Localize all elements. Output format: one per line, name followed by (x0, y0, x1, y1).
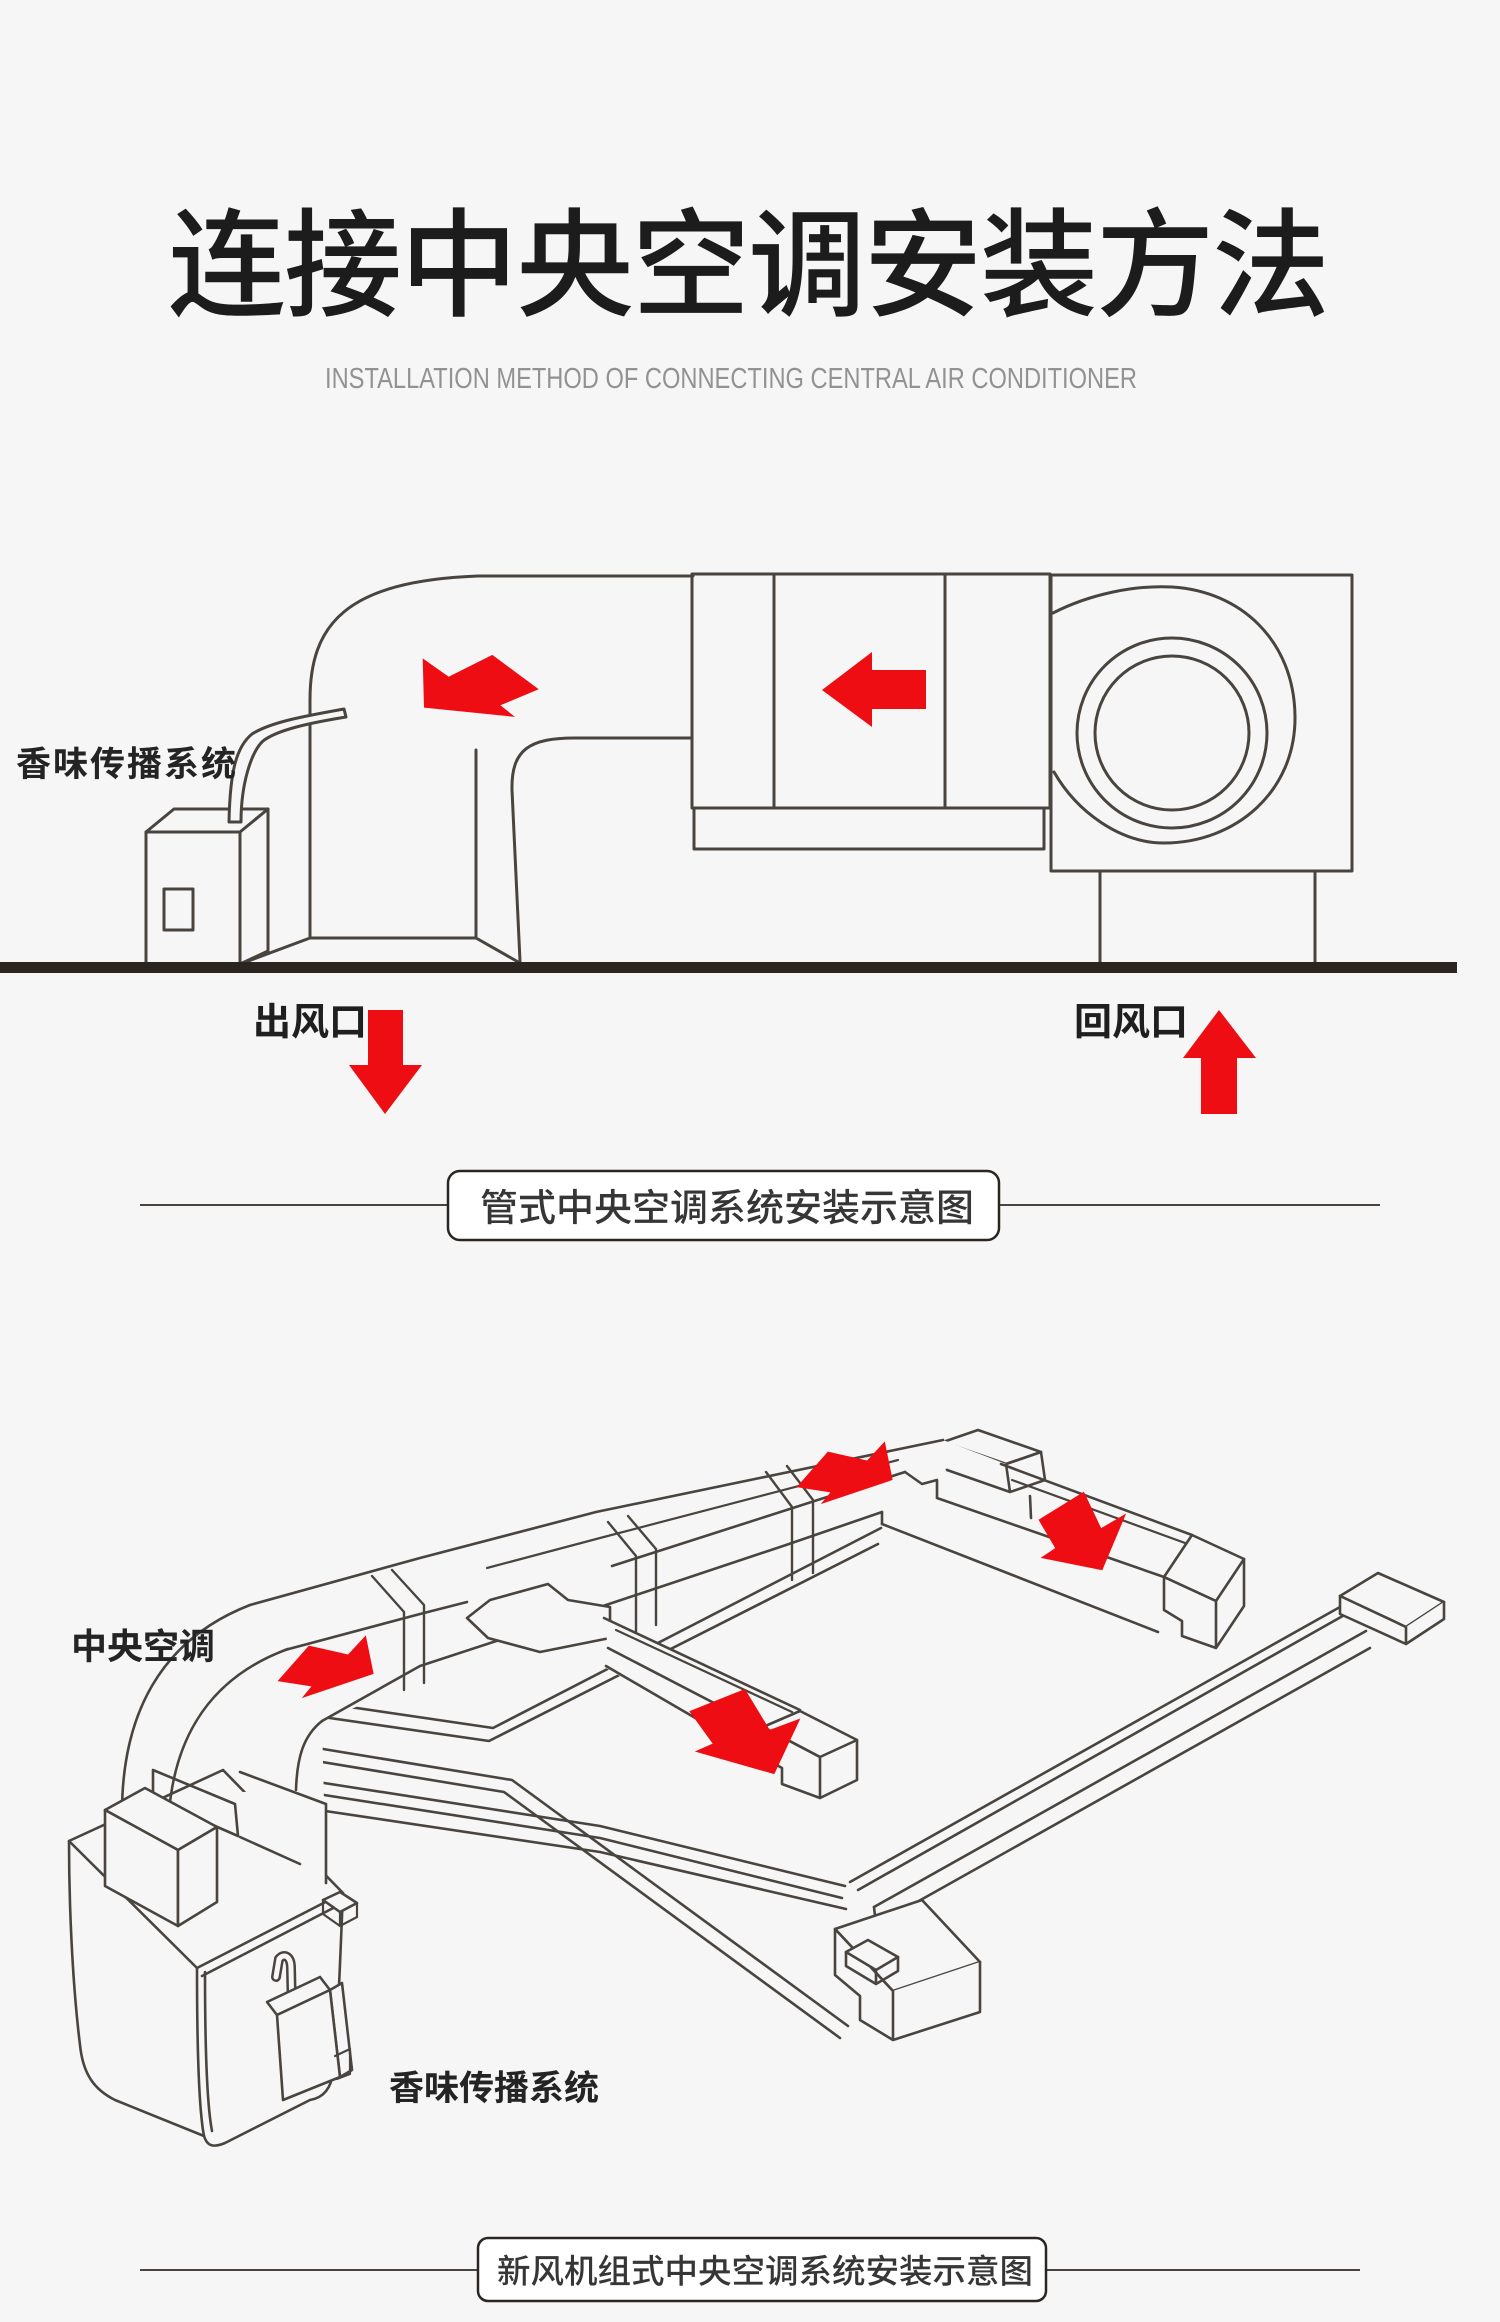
svg-text:INSTALLATION METHOD OF CONNECT: INSTALLATION METHOD OF CONNECTING CENTRA… (325, 363, 1137, 395)
